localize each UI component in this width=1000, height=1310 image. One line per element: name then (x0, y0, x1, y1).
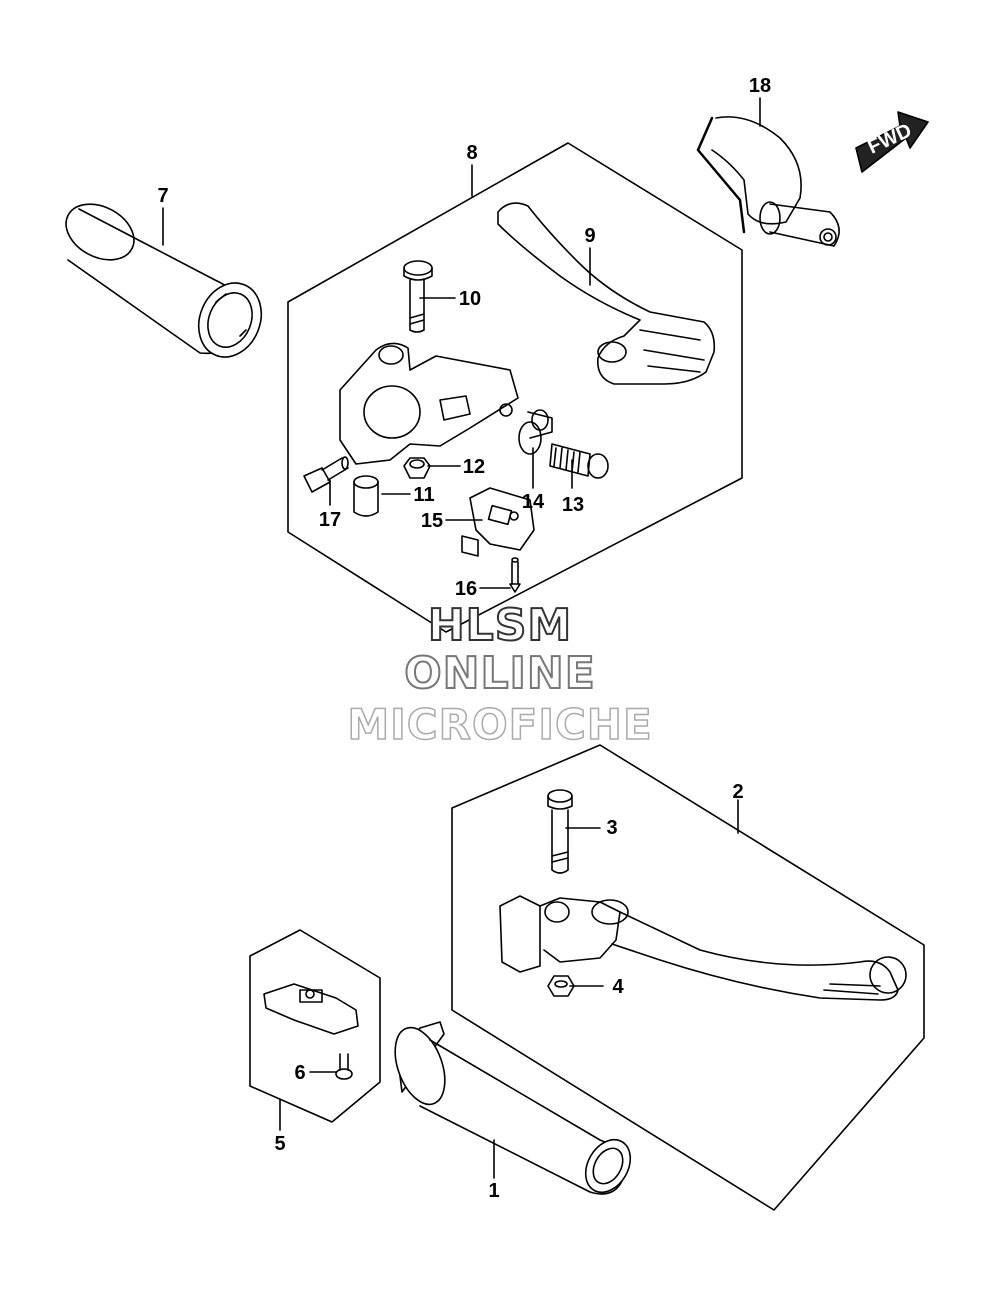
brake-lever (499, 895, 907, 1001)
pivot-bolt (403, 260, 433, 333)
callout-7: 7 (157, 185, 169, 207)
fwd-arrow-icon (855, 111, 929, 173)
nut-4 (547, 975, 575, 997)
callout-6: 6 (294, 1062, 306, 1084)
callout-10: 10 (458, 288, 482, 310)
group-outline-2 (451, 744, 925, 1211)
screw-13 (549, 443, 609, 479)
callout-11: 11 (413, 484, 435, 506)
callout-14: 14 (521, 491, 545, 513)
pivot-bolt-3 (547, 789, 573, 874)
callout-18: 18 (748, 75, 772, 97)
callout-2: 2 (732, 781, 744, 803)
group-outline-5 (249, 929, 381, 1123)
watermark-line1: HLSM (427, 599, 573, 652)
lever-guard (696, 116, 840, 247)
callout-3: 3 (606, 817, 618, 839)
callout-1: 1 (488, 1180, 500, 1202)
callout-9: 9 (584, 225, 596, 247)
screw-16 (509, 557, 521, 593)
collar-11 (353, 475, 379, 517)
callout-17: 17 (318, 509, 342, 531)
switch-5 (263, 983, 359, 1035)
nut-12 (403, 457, 431, 479)
callout-13: 13 (561, 494, 585, 516)
throttle-grip (394, 1021, 632, 1195)
callout-8: 8 (466, 142, 478, 164)
lever-holder (339, 342, 519, 465)
watermark-line2: ONLINE (403, 647, 596, 700)
callout-15: 15 (420, 510, 444, 532)
grip-left (65, 203, 263, 358)
callout-4: 4 (612, 976, 624, 998)
screw-6 (335, 1053, 353, 1080)
watermark-line3: MICROFICHE (347, 699, 653, 750)
clutch-lever (497, 202, 716, 385)
adjuster-14 (518, 409, 553, 455)
callout-5: 5 (274, 1133, 286, 1155)
callout-16: 16 (454, 578, 478, 600)
bolt-17 (303, 456, 349, 493)
callout-12: 12 (462, 456, 486, 478)
switch-15 (461, 487, 535, 557)
group-outline-8 (287, 142, 743, 633)
